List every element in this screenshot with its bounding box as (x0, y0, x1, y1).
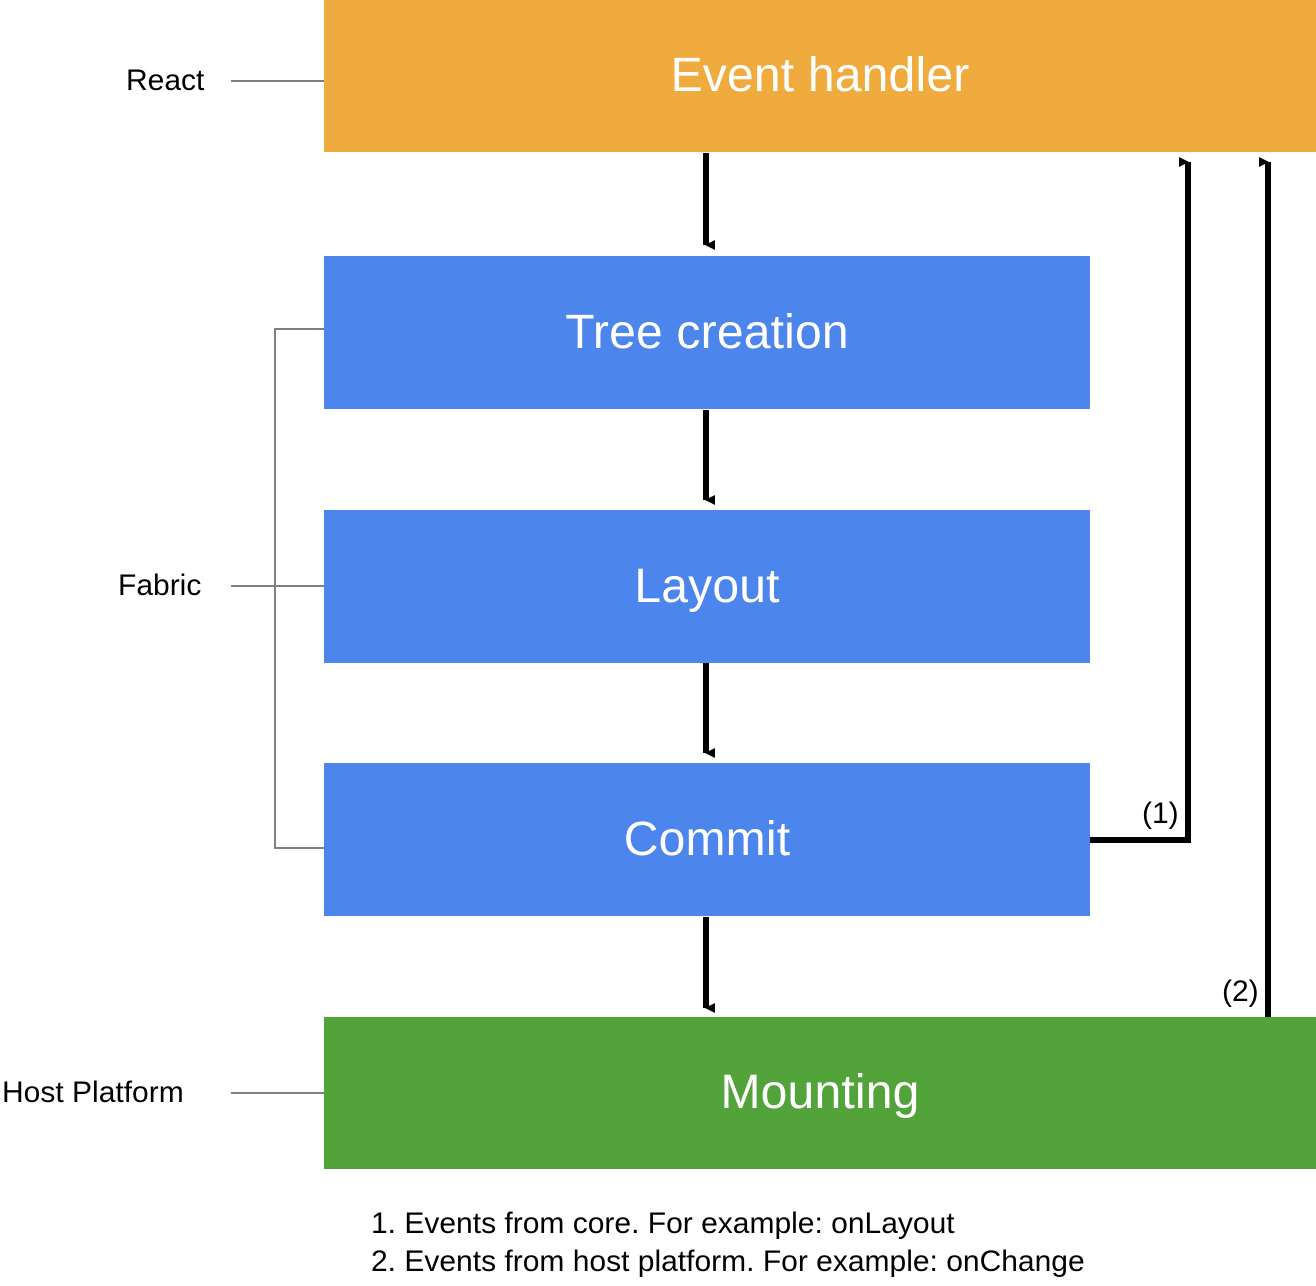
footnotes: 1. Events from core. For example: onLayo… (371, 1205, 1085, 1281)
node-mounting-label: Mounting (720, 1066, 920, 1119)
node-tree-creation-label: Tree creation (565, 305, 849, 359)
layer-label-host-platform: Host Platform (2, 1076, 184, 1109)
bracket-fabric (274, 328, 324, 849)
footnote-item-1: 1. Events from core. For example: onLayo… (371, 1207, 955, 1240)
node-mounting[interactable]: Mounting (324, 1017, 1316, 1169)
layer-label-fabric: Fabric (118, 569, 202, 602)
node-layout-label: Layout (634, 559, 780, 613)
node-commit[interactable]: Commit (324, 763, 1090, 916)
edge-label-ref-one: (1) (1142, 797, 1179, 830)
node-commit-label: Commit (623, 812, 791, 866)
edge-label-ref-two: (2) (1222, 975, 1259, 1008)
node-event-handler[interactable]: Event handler (324, 0, 1316, 152)
node-tree-creation[interactable]: Tree creation (324, 256, 1090, 409)
footnote-item-2: 2. Events from host platform. For exampl… (371, 1245, 1085, 1279)
arrow-commit-to-event-handler-ref1 (1090, 157, 1191, 843)
layer-label-react: React (126, 64, 205, 97)
node-event-handler-label: Event handler (670, 49, 970, 102)
node-layout[interactable]: Layout (324, 510, 1090, 663)
